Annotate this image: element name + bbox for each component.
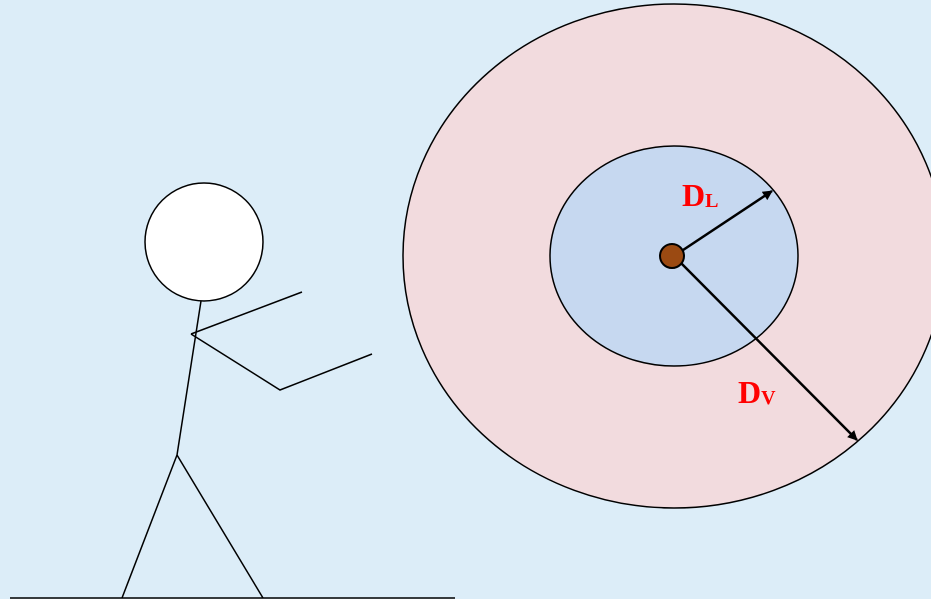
dl-label: DL <box>682 177 718 213</box>
dl-label-subscript: L <box>705 190 718 212</box>
dv-radius-arrow <box>673 255 858 441</box>
stick-figure-right-leg <box>176 454 264 599</box>
dl-label-main: D <box>682 177 705 213</box>
center-dot <box>659 243 685 269</box>
stick-figure-torso <box>176 300 202 456</box>
dv-label-main: D <box>738 374 761 410</box>
stick-figure-bent-arm <box>190 333 373 391</box>
dv-label: DV <box>738 374 776 410</box>
dl-radius-arrow <box>673 189 773 258</box>
stick-figure-upper-arm <box>190 291 303 335</box>
dv-label-subscript: V <box>761 387 776 409</box>
stick-figure <box>121 182 373 599</box>
stick-figure-left-leg <box>121 454 178 599</box>
stick-figure-head <box>144 182 264 302</box>
